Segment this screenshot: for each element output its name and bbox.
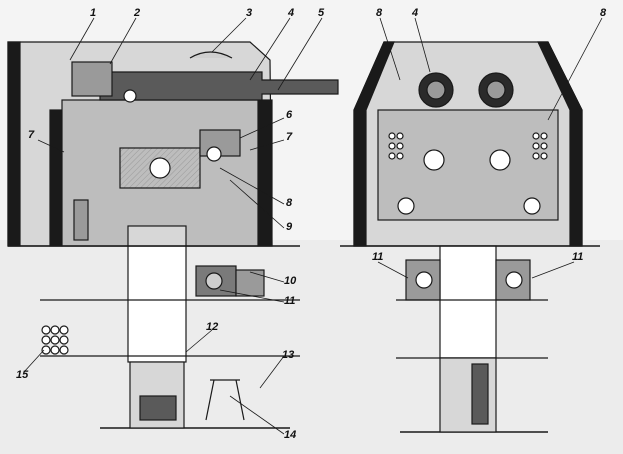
callout-8: 8 bbox=[286, 197, 293, 209]
ready-use-rack-left bbox=[388, 132, 404, 160]
ammunition-trunk bbox=[127, 245, 187, 363]
callout-7-left: 7 bbox=[28, 129, 35, 141]
leader-lines-left bbox=[23, 17, 323, 435]
gun-cradle bbox=[71, 61, 113, 97]
trunk-top bbox=[127, 225, 187, 247]
callout-11: 11 bbox=[284, 295, 296, 307]
callout-2: 2 bbox=[134, 7, 141, 19]
left-breech bbox=[423, 149, 445, 171]
callout-10: 10 bbox=[284, 275, 297, 287]
callout-7-right: 7 bbox=[286, 131, 293, 143]
rammer-drive bbox=[206, 146, 222, 162]
side-section-view bbox=[7, 41, 339, 429]
rear-armour-plate bbox=[7, 41, 21, 247]
callout-1: 1 bbox=[90, 7, 97, 19]
seat-post bbox=[73, 199, 89, 241]
callout-4: 4 bbox=[288, 7, 295, 19]
shell-stowage-rack bbox=[41, 325, 69, 355]
reduction-gear bbox=[235, 269, 265, 297]
callout-13: 13 bbox=[282, 349, 295, 361]
leader-lines-right bbox=[377, 17, 603, 279]
elevating-gear bbox=[149, 157, 171, 179]
callout-15: 15 bbox=[16, 369, 29, 381]
handling-table bbox=[205, 379, 245, 421]
callout-12: 12 bbox=[206, 321, 219, 333]
right-pump-wheel bbox=[505, 271, 523, 289]
callout-9: 9 bbox=[286, 221, 293, 233]
callout-14: 14 bbox=[284, 429, 297, 441]
callout-5: 5 bbox=[318, 7, 325, 19]
inner-bulkhead bbox=[49, 109, 63, 247]
front-armour-plate bbox=[257, 99, 273, 247]
ready-use-rack-right bbox=[532, 132, 548, 160]
front-hoist-cage bbox=[471, 363, 489, 425]
left-training-gear bbox=[397, 197, 415, 215]
left-pump-wheel bbox=[415, 271, 433, 289]
gun-barrel bbox=[99, 71, 339, 101]
motor-flywheel bbox=[205, 272, 223, 290]
right-breech bbox=[489, 149, 511, 171]
callout-8-front-left: 8 bbox=[376, 7, 383, 19]
right-training-gear bbox=[523, 197, 541, 215]
callout-3: 3 bbox=[246, 7, 253, 19]
callout-4-front: 4 bbox=[412, 7, 419, 19]
sight-hood bbox=[189, 51, 233, 59]
callout-8-front-right: 8 bbox=[600, 7, 607, 19]
callout-11-front-left: 11 bbox=[372, 251, 384, 263]
hoist-cage bbox=[139, 395, 177, 421]
trunnion bbox=[123, 89, 137, 103]
callout-11-front-right: 11 bbox=[572, 251, 584, 263]
callout-6: 6 bbox=[286, 109, 293, 121]
front-section-view bbox=[340, 41, 600, 433]
central-trunk bbox=[439, 245, 497, 359]
